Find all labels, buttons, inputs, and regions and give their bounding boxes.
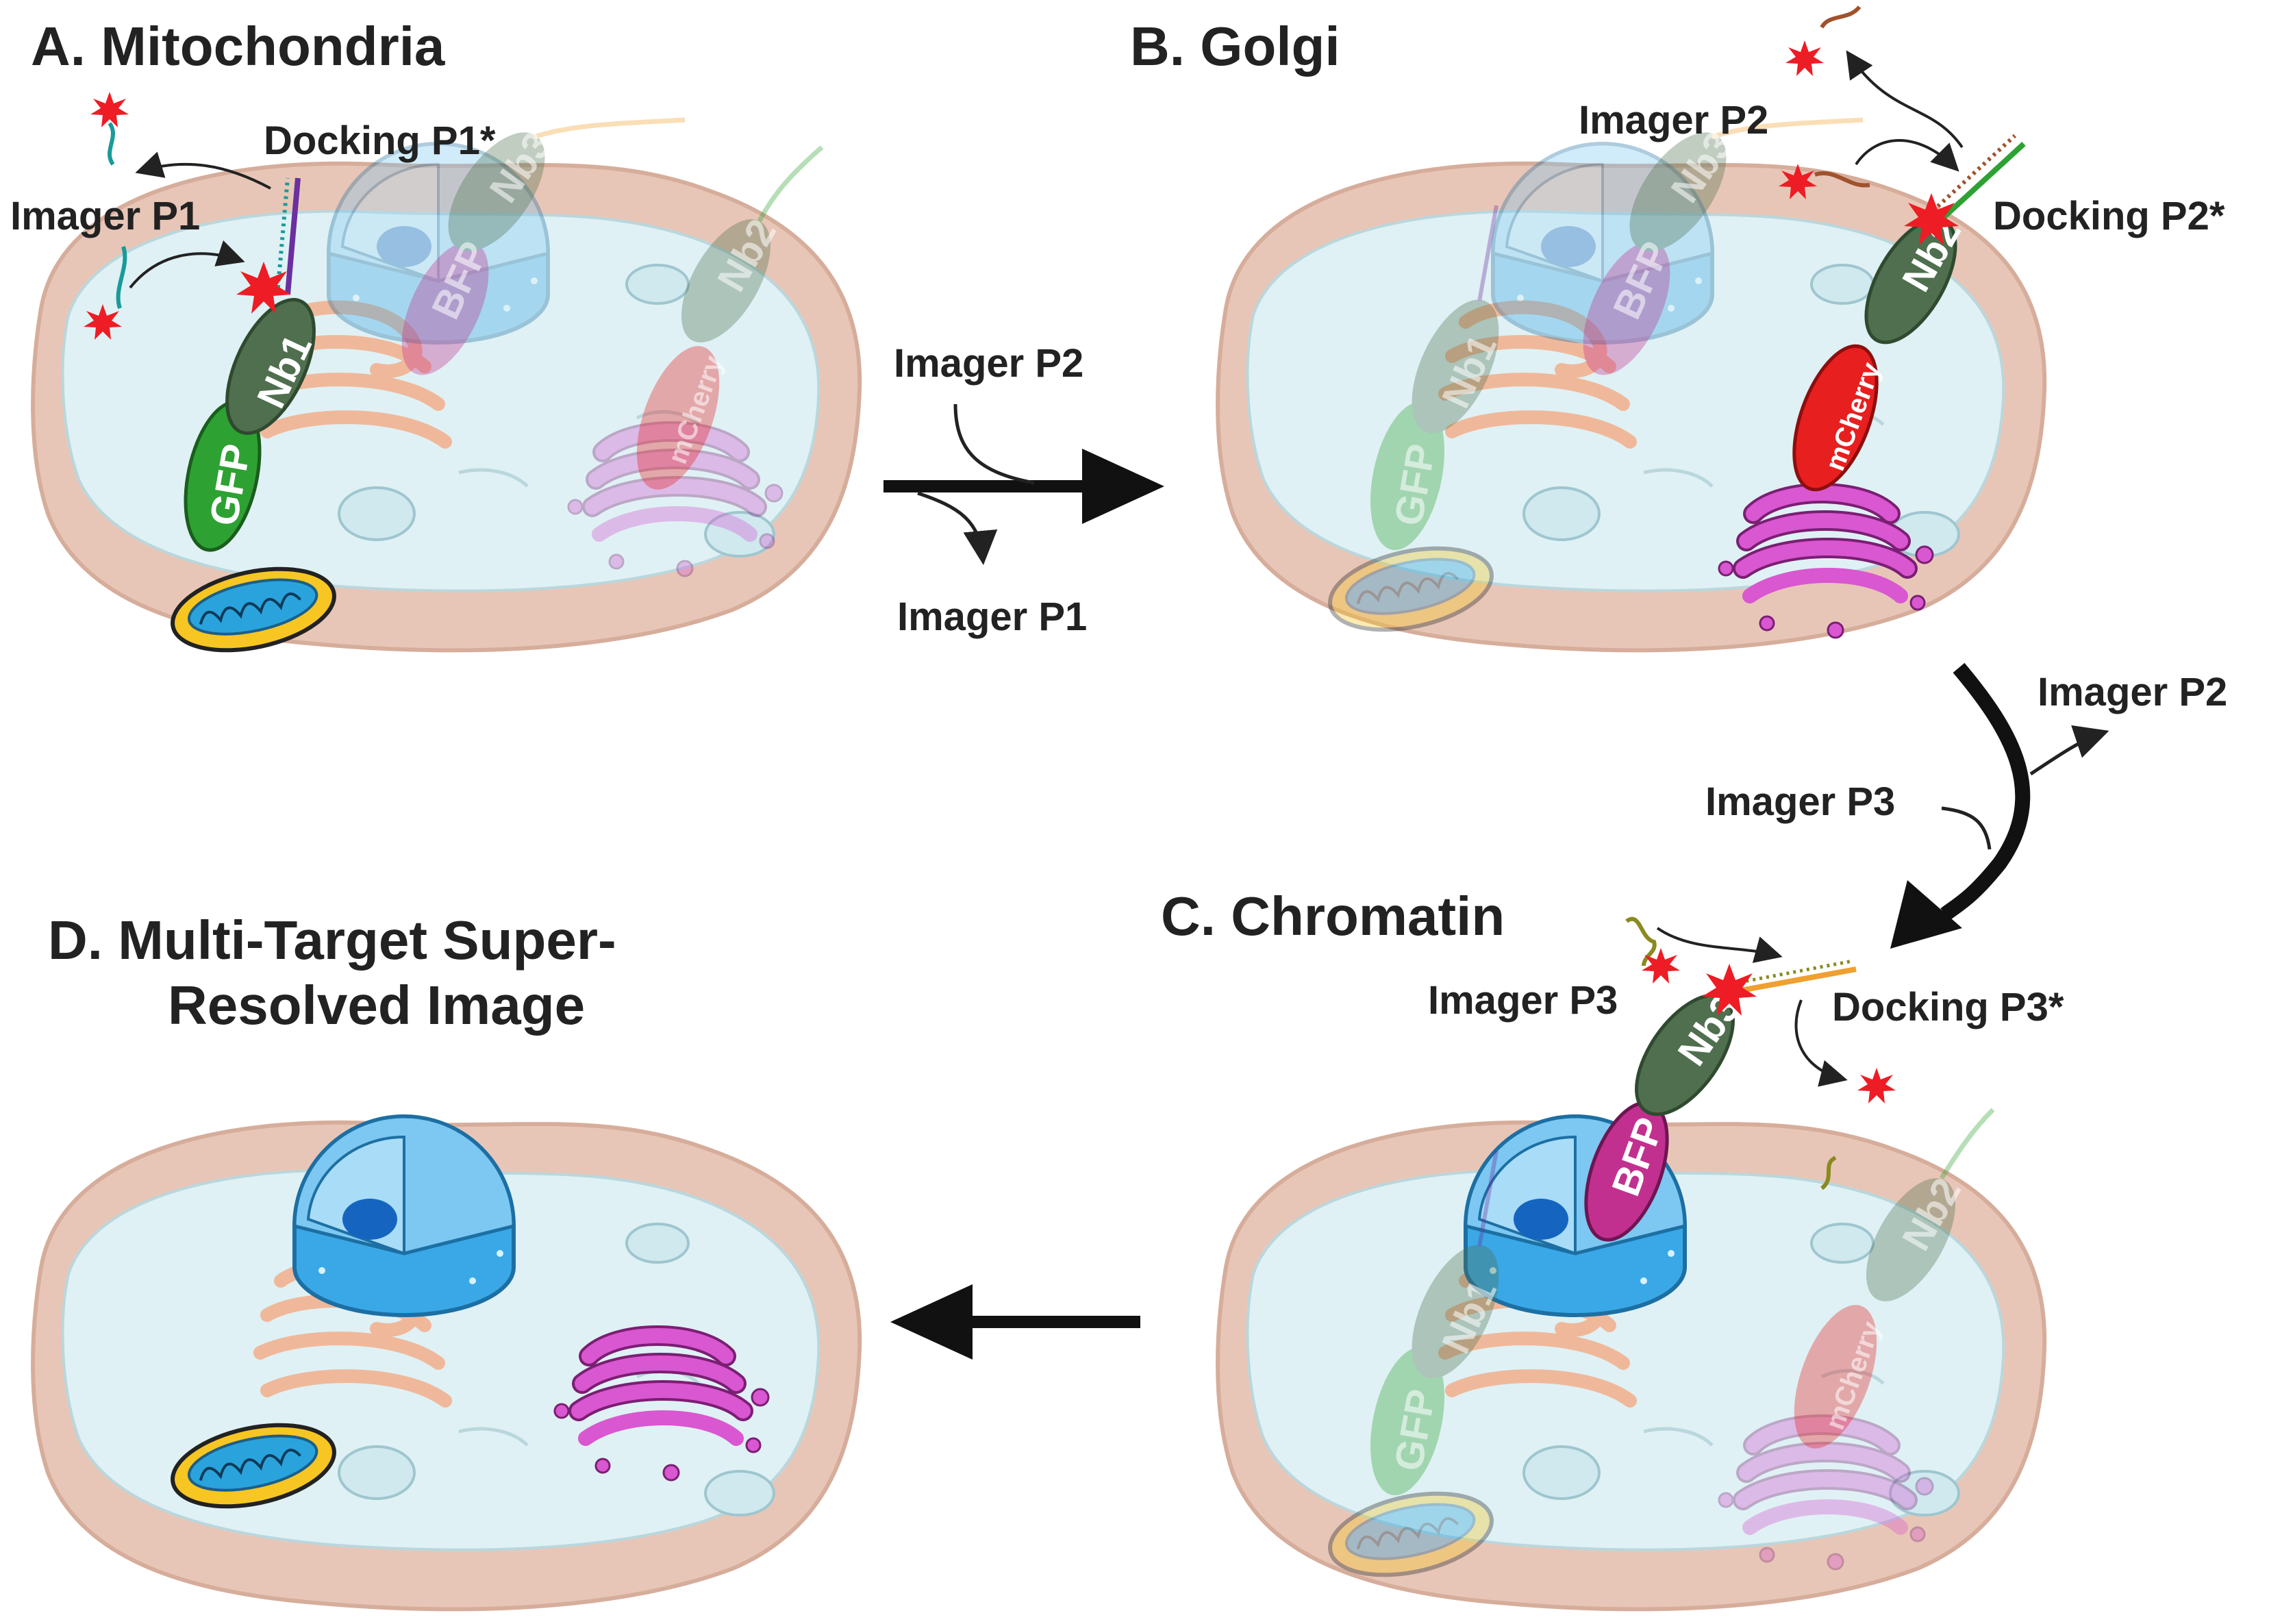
arrow-bind-b xyxy=(1855,139,1959,172)
arrow-in-ab xyxy=(953,403,1035,485)
arrow-bc-shaft xyxy=(1940,662,2031,921)
gfp-faint-b xyxy=(1370,401,1444,551)
panel-d-title-line1: D. Multi-Target Super- xyxy=(48,910,616,971)
arrow-head-bc xyxy=(1890,880,1962,949)
nb1-faint-c xyxy=(1412,1245,1499,1379)
arrow-bind-c xyxy=(1656,927,1783,963)
bfp-faint-b xyxy=(1583,241,1670,375)
nb1-faint-b xyxy=(1412,299,1499,434)
imager-label-c: Imager P3 xyxy=(1428,978,1618,1023)
panel-a: BFP Nb3 mCherry Nb2 GFP Nb1 A. Mitochond… xyxy=(10,16,860,664)
transition-bc-in-label: Imager P3 xyxy=(1705,779,1895,824)
star-imager-out-b xyxy=(1785,40,1824,76)
nb3-faint-a xyxy=(448,132,545,251)
bfp-faint-a xyxy=(401,241,489,375)
arrow-out-bc xyxy=(2029,725,2109,776)
nb3-faint-b xyxy=(1629,132,1727,251)
arrow-release-a xyxy=(135,151,271,190)
docking-label-b: Docking P2* xyxy=(1993,194,2225,238)
arrow-in-bc xyxy=(1941,806,1992,850)
nb2-faint-c xyxy=(1866,1178,1956,1301)
transition-ab-in-label: Imager P2 xyxy=(894,341,1083,386)
mcherry-faint-c xyxy=(1794,1305,1877,1449)
panel-c: GFP Nb1 mCherry Nb2 BFP Nb3 C. Chromatin… xyxy=(1161,886,2064,1609)
arrow-release-c xyxy=(1794,999,1848,1087)
imager-label-a: Imager P1 xyxy=(10,194,200,238)
mcherry-b xyxy=(1792,344,1879,492)
transition-ab-out-label: Imager P1 xyxy=(897,595,1087,639)
panel-d-title-line2: Resolved Image xyxy=(168,975,585,1036)
mcherry-faint-a xyxy=(636,346,720,490)
nb2-faint-a xyxy=(681,219,771,342)
panel-a-title: A. Mitochondria xyxy=(31,16,445,77)
imager-label-b: Imager P2 xyxy=(1579,98,1768,142)
docking-label-c: Docking P3* xyxy=(1832,985,2064,1029)
transition-ab: Imager P2 Imager P1 xyxy=(883,341,1164,639)
star-imager-out-c xyxy=(1857,1068,1896,1103)
nucleus-d xyxy=(294,1116,514,1315)
arrow-release-b xyxy=(1846,50,1964,149)
nb1-a xyxy=(225,298,316,435)
arrow-head-cd xyxy=(890,1284,973,1360)
panel-c-title: C. Chromatin xyxy=(1161,886,1505,947)
transition-bc: Imager P2 Imager P3 xyxy=(1705,662,2227,949)
panel-b-title: B. Golgi xyxy=(1130,16,1340,77)
transition-bc-out-label: Imager P2 xyxy=(2038,670,2227,714)
star-imager-in-c xyxy=(1642,948,1680,984)
gfp-faint-c xyxy=(1370,1347,1444,1496)
arrow-bind-a xyxy=(129,240,245,289)
panel-d: D. Multi-Target Super- Resolved Image xyxy=(33,910,860,1609)
docking-label-a: Docking P1* xyxy=(264,118,496,163)
arrow-out-ab xyxy=(917,491,998,565)
arrow-head-ab xyxy=(1082,449,1164,524)
transition-cd xyxy=(890,1284,1140,1360)
star-imager-out-a xyxy=(90,92,129,127)
panel-b: GFP Nb1 BFP Nb3 mCherry Nb2 B. Golgi Ima… xyxy=(1130,5,2225,650)
